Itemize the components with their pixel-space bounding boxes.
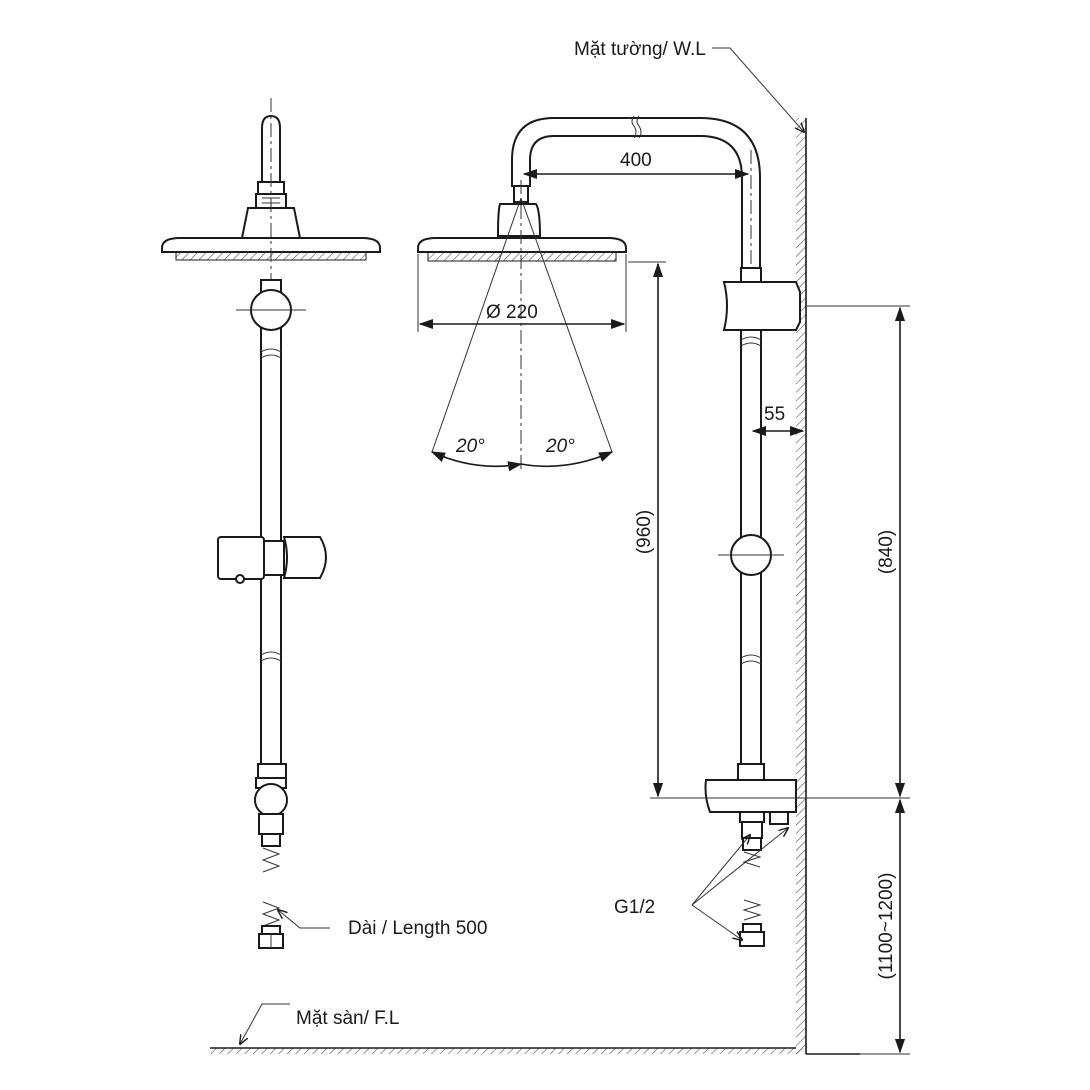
hose-length-label: Dài / Length 500 <box>348 918 487 939</box>
floor-label: Mặt sàn/ F.L <box>296 1008 400 1029</box>
mixer-body-side <box>704 763 797 868</box>
arm-length-dim: 400 <box>620 150 652 171</box>
wall-hatch <box>796 118 806 1054</box>
thread-label: G1/2 <box>614 897 655 918</box>
floor-hatch <box>210 1048 806 1054</box>
shower-arm <box>511 117 761 271</box>
wall-offset-dim: 55 <box>764 404 785 425</box>
side-view <box>417 115 910 1055</box>
hand-shower-holder-front <box>217 536 327 584</box>
head-height-dim: (960) <box>634 510 655 554</box>
spray-angle-right-dim: 20° <box>545 436 575 457</box>
slide-bar-front <box>260 279 282 767</box>
spray-angle-left-dim: 20° <box>455 436 485 457</box>
diverter-valve-front <box>254 763 288 873</box>
head-disk-side <box>417 237 627 253</box>
wall-and-floor <box>210 118 860 1055</box>
hose-end-front <box>258 901 284 949</box>
leader-lines <box>240 47 804 1044</box>
wall-bracket-top <box>722 281 801 331</box>
hose-end-side <box>739 899 765 947</box>
head-cap-side <box>496 203 542 237</box>
front-view <box>161 98 381 949</box>
bar-height-dim: (840) <box>876 530 897 574</box>
head-disk-front <box>161 237 381 253</box>
mount-height-dim: (1100~1200) <box>876 873 897 980</box>
head-diameter-dim: Ø 220 <box>486 302 538 323</box>
wall-label: Mặt tường/ W.L <box>574 39 706 60</box>
